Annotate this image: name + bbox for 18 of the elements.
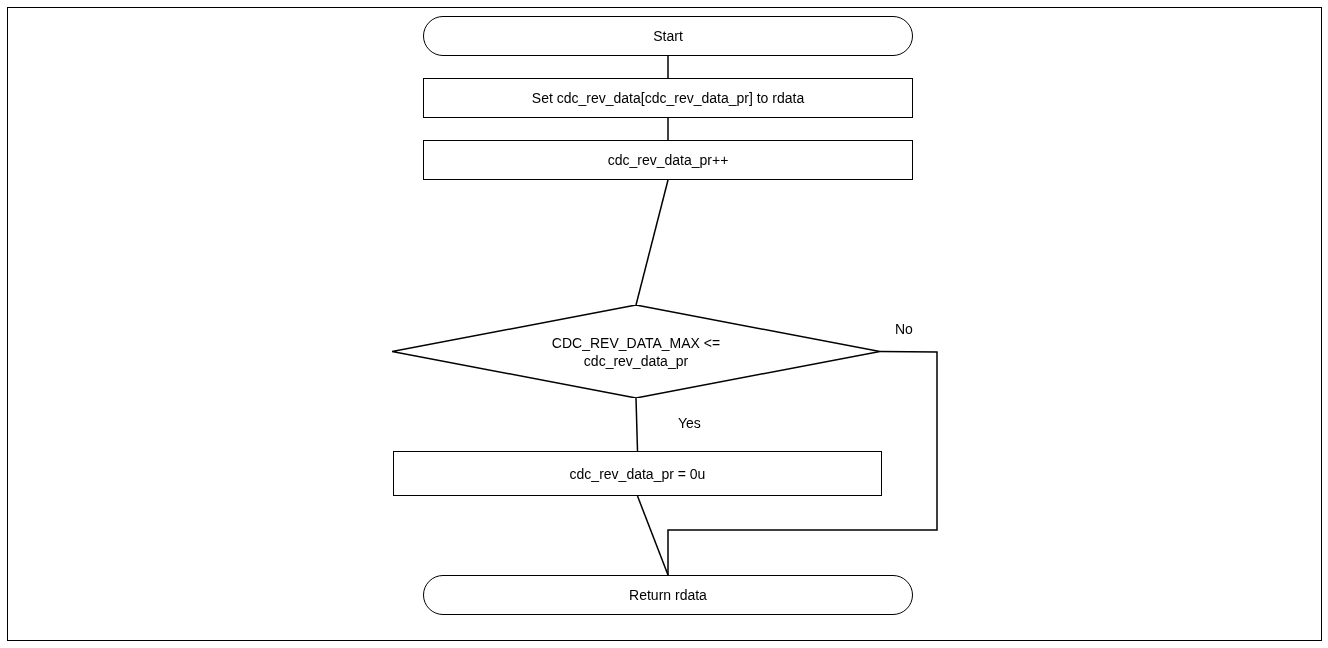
node-text: Start <box>653 27 683 45</box>
connector-line <box>635 179 669 306</box>
node-text: Return rdata <box>629 586 707 604</box>
process-box <box>423 78 913 118</box>
connector-line <box>636 495 669 576</box>
process-box <box>393 451 882 496</box>
terminator-box <box>423 575 913 615</box>
connector-line <box>635 397 639 452</box>
connector-line <box>667 55 669 79</box>
node-text: Set cdc_rev_data[cdc_rev_data_pr] to rdata <box>531 89 805 107</box>
node-text: CDC_REV_DATA_MAX <= cdc_rev_data_pr <box>550 333 722 370</box>
terminator-box <box>423 16 913 56</box>
connector-line <box>667 350 938 576</box>
decision-diamond <box>392 305 880 398</box>
process-box <box>423 140 913 180</box>
connector-line <box>667 117 669 141</box>
node-text: cdc_rev_data_pr = 0u <box>569 464 706 483</box>
node-text: cdc_rev_data_pr++ <box>607 151 729 169</box>
